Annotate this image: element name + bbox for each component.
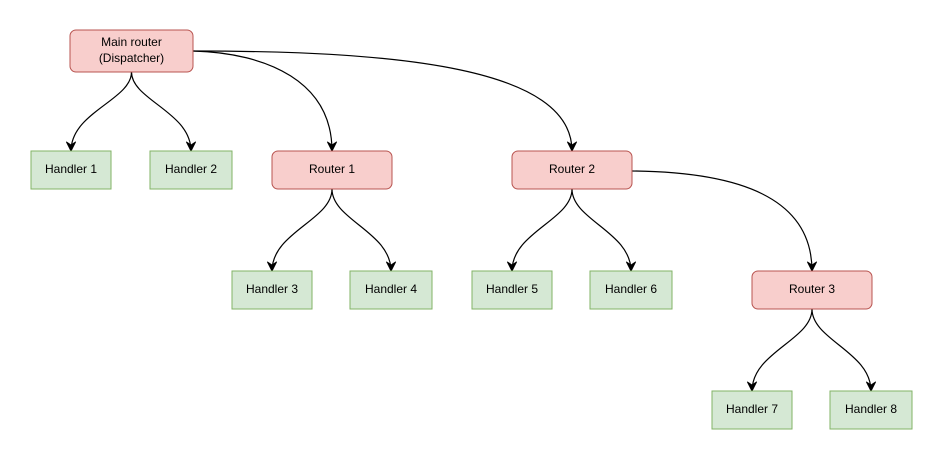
node-box-handler-4[interactable] [349,270,433,310]
edge-curve [571,188,632,272]
node-box-router-2[interactable] [511,150,633,190]
edge-main-router-to-router-2 [192,50,577,152]
edge-router-3-to-handler-8 [811,308,876,392]
arrowhead-icon [626,261,636,272]
node-box-router-1[interactable] [271,150,393,190]
nodes-layer: Main router(Dispatcher) Handler 1 Handler … [30,29,913,430]
edge-router-2-to-router-3 [631,170,817,272]
arrowhead-icon [186,141,196,152]
arrowhead-icon [327,141,337,152]
arrowhead-icon [866,381,876,392]
edge-router-3-to-handler-7 [747,308,813,392]
edge-router-1-to-handler-4 [331,188,396,272]
edge-curve [811,308,872,392]
arrowhead-icon [66,141,76,152]
arrowhead-icon [386,261,396,272]
node-router-3[interactable]: Router 3 [751,270,873,310]
node-handler-3[interactable]: Handler 3 [231,270,313,310]
node-handler-4[interactable]: Handler 4 [349,270,433,310]
node-handler-2[interactable]: Handler 2 [149,150,233,190]
arrowhead-icon [747,381,757,392]
node-router-1[interactable]: Router 1 [271,150,393,190]
arrowhead-icon [807,261,817,272]
arrowhead-icon [567,141,577,152]
node-box-main-router[interactable] [69,29,194,73]
node-box-handler-8[interactable] [829,390,913,430]
node-box-handler-1[interactable] [30,150,112,190]
node-main-router[interactable]: Main router(Dispatcher) [69,29,194,73]
edge-curve [331,188,392,272]
edge-curve [192,50,573,152]
edges-layer [66,50,876,392]
node-router-2[interactable]: Router 2 [511,150,633,190]
edge-curve [631,170,813,272]
edge-curve [271,188,333,272]
node-handler-1[interactable]: Handler 1 [30,150,112,190]
node-box-handler-6[interactable] [589,270,673,310]
edge-curve [751,308,813,392]
node-handler-5[interactable]: Handler 5 [471,270,553,310]
node-box-handler-7[interactable] [711,390,793,430]
edge-curve [130,71,192,152]
node-handler-6[interactable]: Handler 6 [589,270,673,310]
edge-router-2-to-handler-6 [571,188,636,272]
node-box-router-3[interactable] [751,270,873,310]
node-handler-8[interactable]: Handler 8 [829,390,913,430]
edge-curve [511,188,573,272]
arrowhead-icon [507,261,517,272]
edge-curve [70,71,133,152]
edge-router-2-to-handler-5 [507,188,573,272]
edge-router-1-to-handler-3 [267,188,333,272]
node-handler-7[interactable]: Handler 7 [711,390,793,430]
edge-main-router-to-router-1 [192,50,337,152]
node-box-handler-3[interactable] [231,270,313,310]
node-box-handler-2[interactable] [149,150,233,190]
node-box-handler-5[interactable] [471,270,553,310]
arrowhead-icon [267,261,277,272]
edge-main-router-to-handler-1 [66,71,133,152]
edge-main-router-to-handler-2 [130,71,196,152]
edge-curve [192,50,333,152]
